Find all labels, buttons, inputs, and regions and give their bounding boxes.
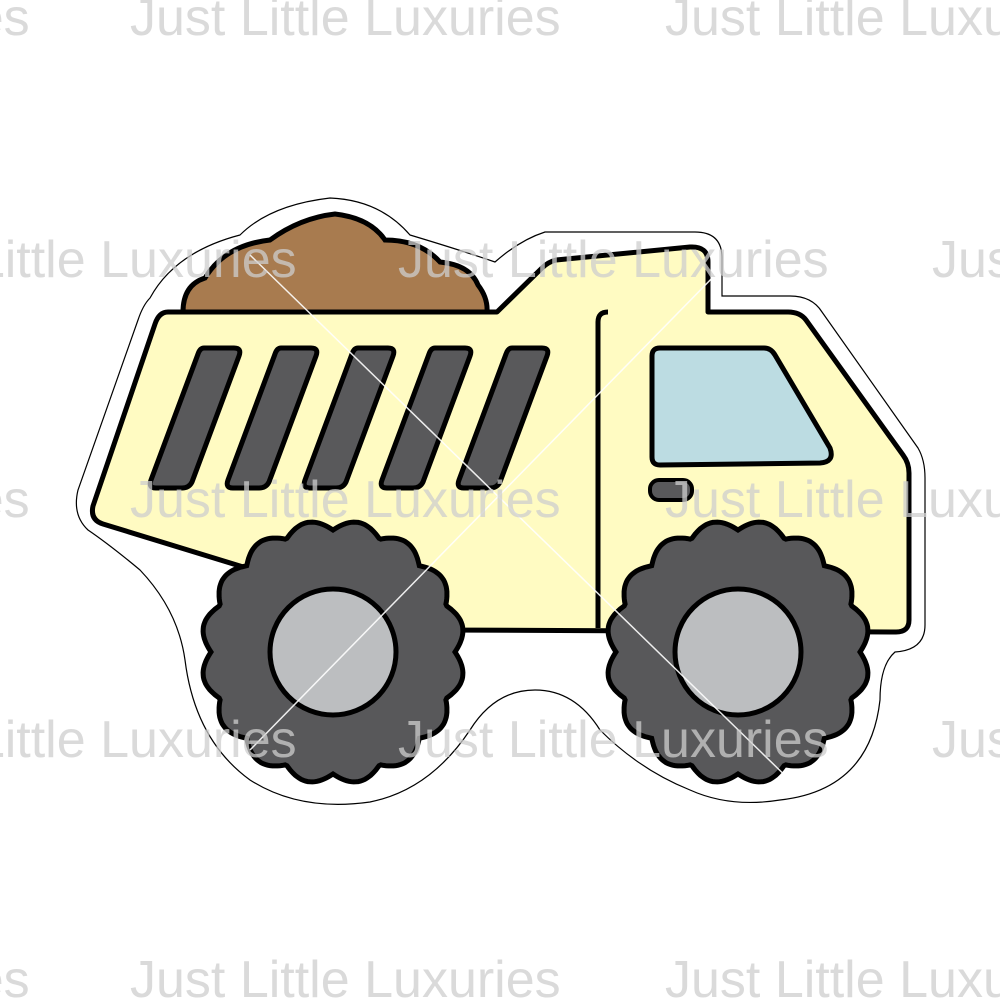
cab-door-line (595, 309, 609, 628)
watermark-line (249, 254, 801, 791)
wheels (200, 519, 871, 785)
watermark-line (249, 269, 721, 751)
bed-slot (224, 345, 320, 491)
cab-window (649, 345, 834, 468)
bed-slots (147, 345, 551, 491)
bed-slot (378, 345, 474, 491)
dirt-load (180, 211, 490, 315)
wheel-hub (267, 586, 399, 718)
bed-slot (301, 345, 397, 491)
bed-slot (147, 345, 243, 491)
door-handle (648, 478, 694, 502)
wheel-hub (672, 586, 804, 718)
